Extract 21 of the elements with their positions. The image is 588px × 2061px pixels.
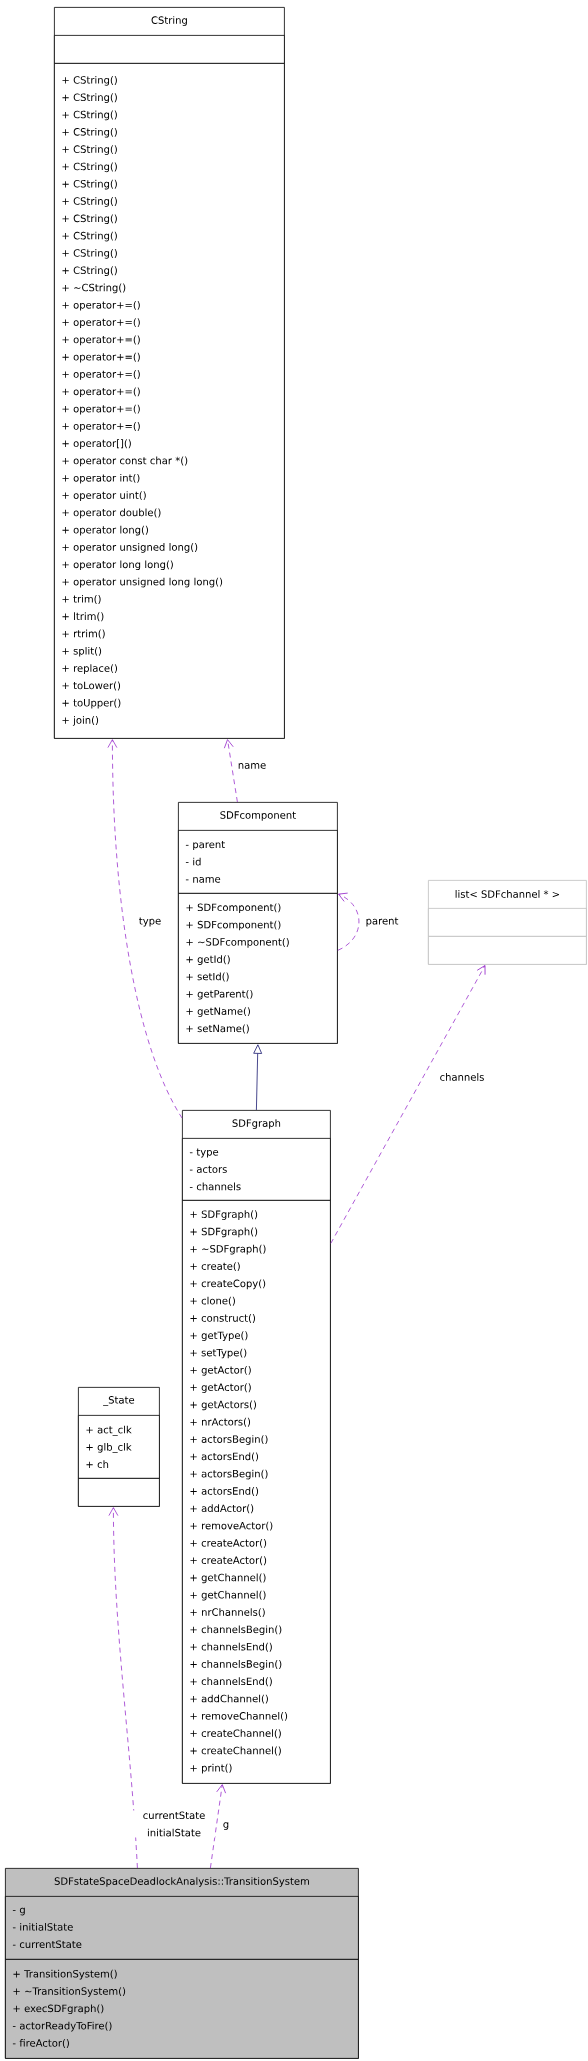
arrow — [223, 739, 238, 803]
empty-compartment — [428, 936, 587, 965]
attribute-list: - parent - id - name — [178, 830, 338, 894]
method-list: + TransitionSystem() + ~TransitionSystem() + execSDFgraph() - actorReadyToFire() - fireActor() — [5, 1959, 359, 2059]
arrow — [330, 965, 486, 1244]
attribute-list: - type - actors - channels — [182, 1138, 331, 1201]
edge-label: parent — [364, 916, 400, 928]
arrow — [107, 739, 183, 1119]
edge-label: name — [236, 762, 268, 770]
edge-label: type — [137, 916, 163, 928]
empty-compartment — [54, 35, 285, 64]
arrow — [108, 1507, 138, 1869]
edge-label: channels — [438, 1072, 486, 1082]
edge-label: currentState initialState — [133, 1810, 215, 1838]
edge-label: g — [221, 1821, 231, 1831]
empty-compartment — [78, 1478, 160, 1507]
arrow — [337, 892, 360, 951]
empty-compartment — [428, 908, 587, 937]
arrow — [210, 1784, 226, 1869]
attribute-list: - g - initialState - currentState — [5, 1896, 359, 1960]
arrow — [253, 1044, 263, 1111]
